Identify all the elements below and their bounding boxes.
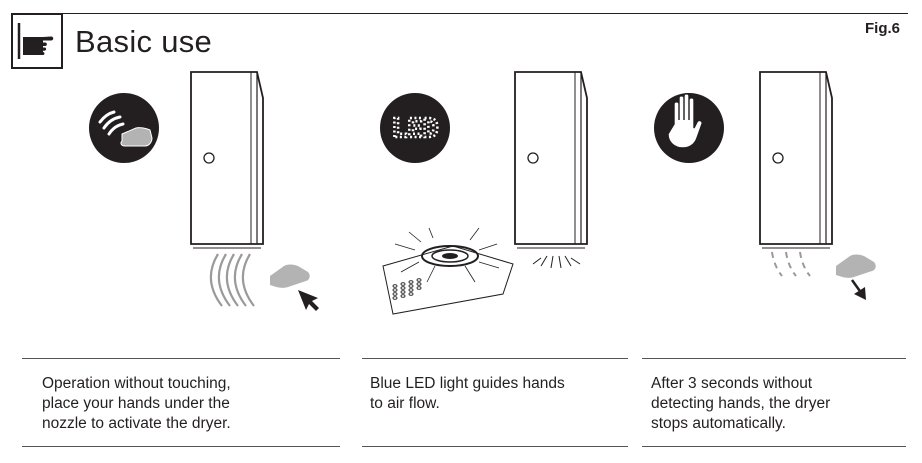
step2-illustration: LED xyxy=(380,71,588,315)
step3-caption: After 3 seconds without detecting hands,… xyxy=(651,375,831,432)
step1-top-rule xyxy=(22,358,340,359)
hand-sensor-icon xyxy=(89,93,159,163)
step3-bottom-rule xyxy=(642,446,906,447)
arrow-icon xyxy=(298,290,319,311)
led-icon: LED xyxy=(380,93,450,163)
step2-top-rule xyxy=(362,358,628,359)
step3-top-rule xyxy=(642,358,906,359)
airflow-lines xyxy=(209,253,255,307)
page-title: Basic use xyxy=(75,24,213,59)
figure-label: Fig.6 xyxy=(864,20,900,37)
header-icon-frame xyxy=(11,13,63,69)
step3-illustration xyxy=(654,71,876,300)
step1-illustration xyxy=(89,71,319,311)
hand-icon xyxy=(836,254,876,278)
led-light-rays xyxy=(532,255,581,269)
hand-dryer xyxy=(190,71,264,249)
led-icon-text: LED xyxy=(392,114,439,144)
step1-bottom-rule xyxy=(22,446,340,447)
stop-hand-icon xyxy=(654,93,724,163)
led-panel xyxy=(382,227,514,315)
hand-icon xyxy=(270,264,310,288)
hand-dryer xyxy=(759,71,833,249)
step2-bottom-rule xyxy=(362,446,628,447)
step2-caption: Blue LED light guides hands to air flow. xyxy=(370,375,565,412)
airflow-lines xyxy=(771,251,811,277)
header-rule xyxy=(63,13,908,14)
hand-pointing-icon xyxy=(17,23,54,59)
arrow-down-icon xyxy=(850,279,866,300)
hand-dryer xyxy=(514,71,588,249)
step1-caption: Operation without touching, place your h… xyxy=(42,375,231,432)
